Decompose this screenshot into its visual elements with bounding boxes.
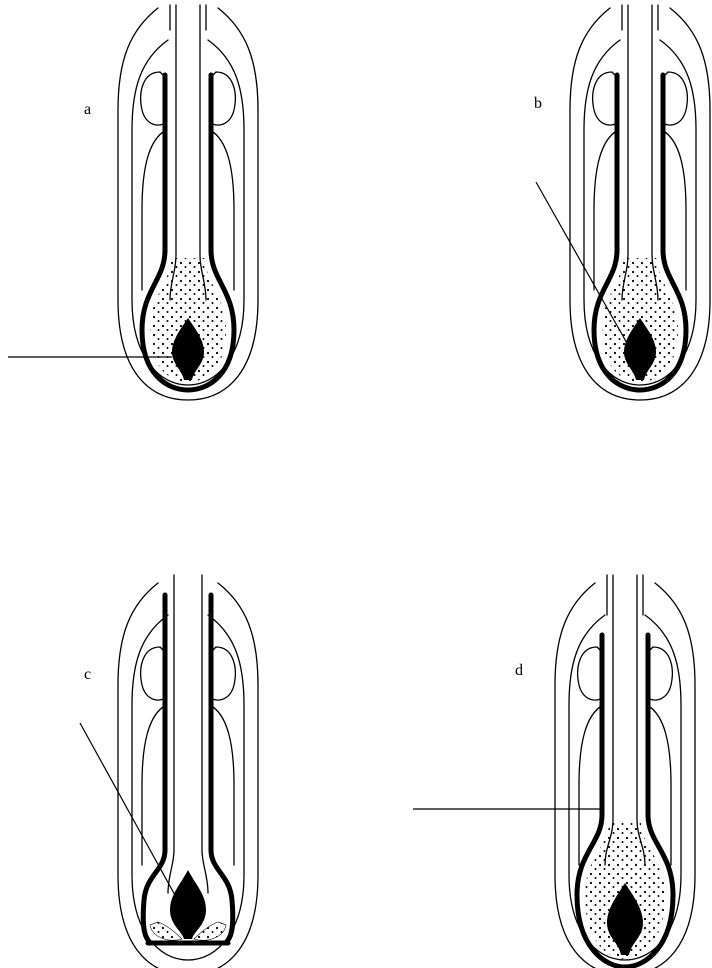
panel-label-a: a — [84, 101, 91, 118]
panel-d: d — [413, 575, 695, 968]
panel-b: b — [534, 5, 710, 400]
follicle-drawing — [118, 5, 258, 400]
follicle-drawing — [118, 575, 258, 968]
panel-label-b: b — [534, 95, 542, 112]
follicle-drawing — [570, 5, 710, 400]
panel-label-d: d — [515, 662, 523, 679]
panel-a: a — [8, 5, 258, 400]
pointer-line-c — [80, 723, 176, 897]
panel-c: c — [80, 575, 258, 968]
follicle-drawing — [555, 575, 695, 968]
panel-label-c: c — [84, 666, 91, 683]
